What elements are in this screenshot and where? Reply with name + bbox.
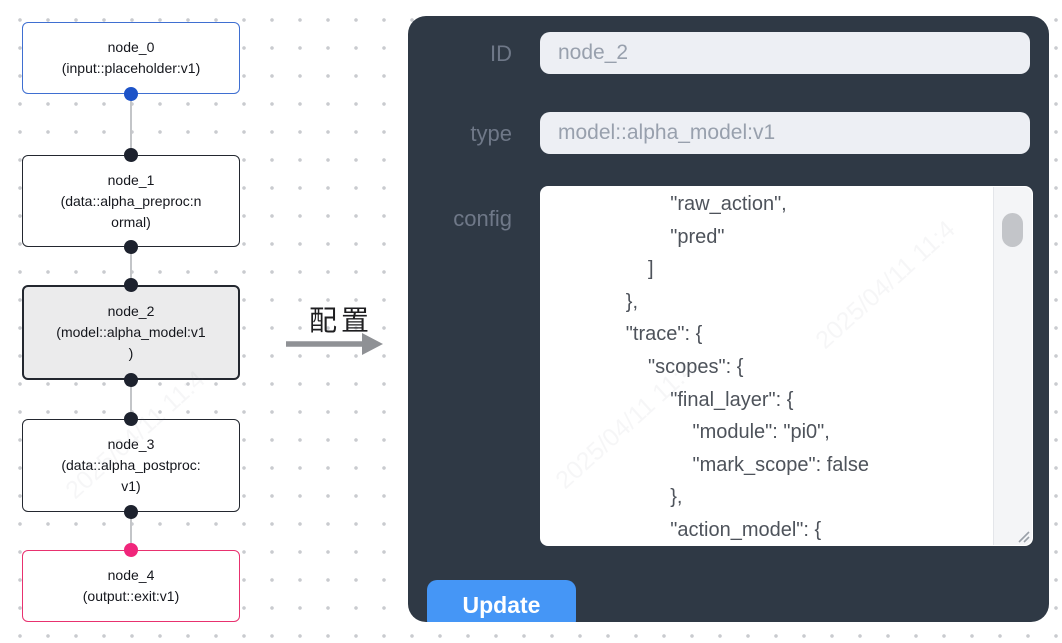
update-button[interactable]: Update xyxy=(427,580,576,622)
port-node2-in-icon[interactable] xyxy=(124,278,138,292)
config-panel: ID type config "raw_action", "pred" ] },… xyxy=(408,16,1049,622)
config-label: config xyxy=(453,206,512,231)
node-label-line: node_4 xyxy=(107,567,155,583)
port-node1-out-icon[interactable] xyxy=(124,240,138,254)
config-textarea[interactable]: "raw_action", "pred" ] }, "trace": { "sc… xyxy=(540,186,1033,546)
edge-node2-node3 xyxy=(130,380,132,419)
port-node3-out-icon[interactable] xyxy=(124,505,138,519)
node-node_1[interactable]: node_1 (data::alpha_preproc:n ormal) xyxy=(22,155,240,247)
node-node_0[interactable]: node_0 (input::placeholder:v1) xyxy=(22,22,240,94)
node-node_3[interactable]: node_3 (data::alpha_postproc: v1) xyxy=(22,419,240,512)
edge-node3-node4 xyxy=(130,512,132,550)
node-label-line: node_2 xyxy=(107,303,155,319)
node-label-line: node_0 xyxy=(107,39,155,55)
port-node0-out-icon[interactable] xyxy=(124,87,138,101)
node-label-line: node_1 xyxy=(107,171,155,188)
node-label-line: v1) xyxy=(121,478,141,494)
node-node_4[interactable]: node_4 (output::exit:v1) xyxy=(22,550,240,622)
resize-grip-icon[interactable] xyxy=(1015,528,1030,543)
id-input[interactable] xyxy=(540,32,1030,74)
port-node3-in-icon[interactable] xyxy=(124,412,138,426)
node-label-line: (data::alpha_postproc: xyxy=(61,457,201,473)
config-editor: "raw_action", "pred" ] }, "trace": { "sc… xyxy=(540,186,1033,546)
port-node4-in-icon[interactable] xyxy=(124,543,138,557)
node-label-line: node_3 xyxy=(107,436,155,452)
edge-node0-node1 xyxy=(130,94,132,155)
node-label-line: (input::placeholder:v1) xyxy=(61,60,201,76)
config-scrollbar-thumb[interactable] xyxy=(1002,213,1023,247)
node-label-line: (model::alpha_model:v1 xyxy=(56,324,206,340)
node-label-line: ) xyxy=(128,345,134,361)
port-node2-out-icon[interactable] xyxy=(124,373,138,387)
id-label: ID xyxy=(490,41,512,66)
annotation-label: 配置 xyxy=(308,305,373,336)
config-scrollbar[interactable] xyxy=(993,187,1032,545)
node-label-line: ormal) xyxy=(111,213,151,230)
right-arrow-icon xyxy=(286,333,383,355)
type-input[interactable] xyxy=(540,112,1030,154)
type-label: type xyxy=(470,121,512,146)
port-node1-in-icon[interactable] xyxy=(124,148,138,162)
node-node_2-selected[interactable]: node_2 (model::alpha_model:v1 ) xyxy=(22,285,240,380)
node-label-line: (data::alpha_preproc:n xyxy=(60,192,202,209)
edge-node1-node2 xyxy=(130,247,132,285)
node-label-line: (output::exit:v1) xyxy=(82,588,180,604)
